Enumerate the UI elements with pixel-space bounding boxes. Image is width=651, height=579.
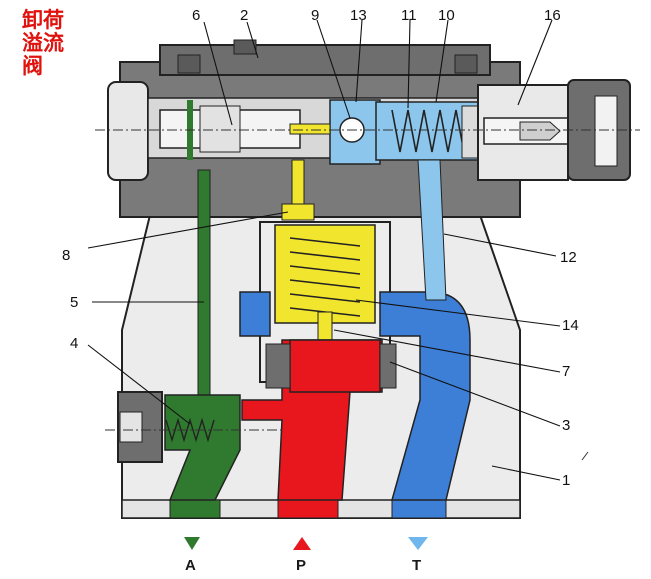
- leader-7: [333, 329, 561, 373]
- label-14: 14: [562, 317, 579, 334]
- leader-12: [443, 233, 557, 257]
- port-t-label: T: [412, 557, 421, 574]
- leader-2: [246, 21, 259, 59]
- bolt-right: [454, 54, 478, 74]
- left-end-cap: [107, 81, 149, 181]
- check-valve-cap: [119, 411, 143, 443]
- port-p-label: P: [296, 557, 306, 574]
- port-t-opening: [391, 499, 447, 519]
- port-a-label: A: [185, 557, 196, 574]
- leader-9: [316, 19, 351, 119]
- control-passage-green: [197, 169, 211, 421]
- control-chamber-green: [164, 394, 241, 501]
- adjuster-tip: [519, 121, 561, 141]
- leader-11: [407, 19, 411, 109]
- adjusting-knob-face: [594, 95, 618, 167]
- main-spool-seat-right: [379, 343, 397, 389]
- label-11: 11: [401, 7, 417, 24]
- port-p-opening: [277, 499, 339, 519]
- damper-head: [281, 203, 315, 221]
- label-1: 1: [562, 472, 570, 489]
- title-line-1: 卸荷: [22, 7, 64, 32]
- bolt-left: [177, 54, 201, 74]
- label-3: 3: [562, 417, 570, 434]
- decorative-tick: [581, 451, 589, 461]
- leader-10: [435, 19, 449, 103]
- title-line-3: 阀: [22, 53, 43, 78]
- main-spring: [289, 237, 361, 317]
- label-2: 2: [240, 7, 248, 24]
- spool-land: [199, 105, 241, 153]
- main-spool-stem-yellow: [317, 311, 333, 343]
- leader-3: [389, 361, 561, 427]
- leader-8: [87, 211, 289, 249]
- port-p-arrow-icon: [293, 537, 311, 550]
- pilot-pin-yellow: [289, 123, 331, 135]
- port-t-arrow-icon: [408, 537, 428, 550]
- leader-6: [203, 21, 233, 126]
- part-number-labels: 6 2 9 13 11 10 16 8 12 5 14 4 7 3 1: [62, 7, 579, 489]
- main-spool-seat: [265, 343, 291, 389]
- label-6: 6: [192, 7, 200, 24]
- label-13: 13: [350, 7, 367, 24]
- label-9: 9: [311, 7, 319, 24]
- check-valve-spring: [165, 417, 215, 443]
- label-16: 16: [544, 7, 561, 24]
- leader-1: [491, 465, 561, 481]
- label-12: 12: [560, 249, 577, 266]
- pilot-spring: [391, 109, 465, 153]
- drain-passage: [417, 159, 447, 301]
- port-a-arrow-icon: [184, 537, 200, 550]
- label-5: 5: [70, 294, 78, 311]
- port-a-opening: [169, 499, 221, 519]
- leader-4: [87, 344, 191, 425]
- main-spool-red: [289, 339, 381, 393]
- label-4: 4: [70, 335, 78, 352]
- label-10: 10: [438, 7, 455, 24]
- leader-16: [517, 19, 553, 106]
- title-line-2: 溢流: [22, 30, 64, 55]
- label-8: 8: [62, 247, 70, 264]
- leader-13: [355, 19, 363, 103]
- leader-lines: [87, 19, 561, 481]
- leader-14: [355, 299, 561, 327]
- label-7: 7: [562, 363, 570, 380]
- bolt-mid: [233, 39, 257, 55]
- damper-stem: [291, 159, 305, 209]
- pilot-head-top-cover: [159, 44, 491, 76]
